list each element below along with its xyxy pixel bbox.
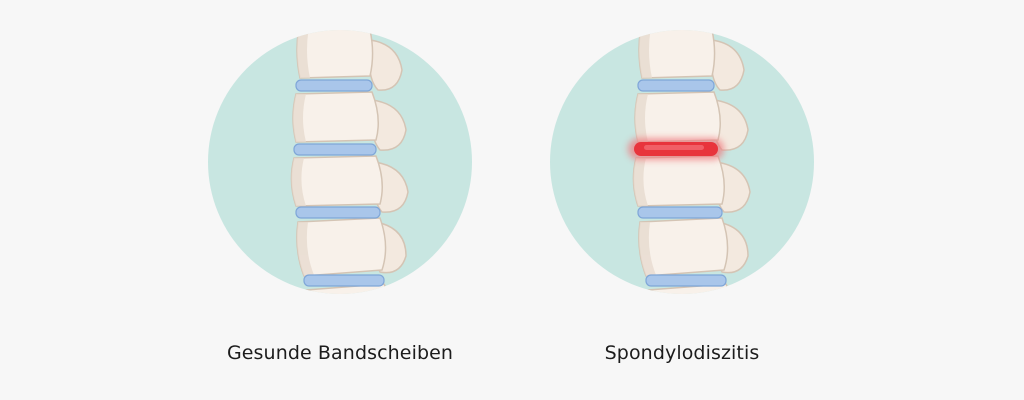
vertebra — [292, 91, 379, 143]
spine-illustration-healthy — [208, 30, 472, 294]
spine-column — [290, 30, 409, 294]
vertebra — [290, 155, 383, 207]
caption-healthy: Gesunde Bandscheiben — [226, 342, 454, 364]
intervertebral-disc — [295, 79, 373, 92]
spine-column — [628, 30, 751, 294]
intervertebral-disc — [303, 274, 385, 287]
vertebra — [632, 155, 725, 207]
intervertebral-disc — [637, 79, 715, 92]
caption-inflamed: Spondylodiszitis — [604, 342, 760, 364]
intervertebral-disc — [637, 206, 723, 219]
panel-healthy: Gesunde Bandscheiben — [140, 0, 540, 400]
vertebra — [645, 283, 733, 294]
vertebra — [303, 283, 391, 294]
vertebra — [634, 91, 721, 143]
intervertebral-disc — [645, 274, 727, 287]
intervertebral-disc — [295, 206, 381, 219]
inflamed-disc — [628, 138, 724, 160]
intervertebral-disc — [293, 143, 377, 156]
panel-inflamed: Spondylodiszitis — [482, 0, 882, 400]
spine-illustration-inflamed — [550, 30, 814, 294]
